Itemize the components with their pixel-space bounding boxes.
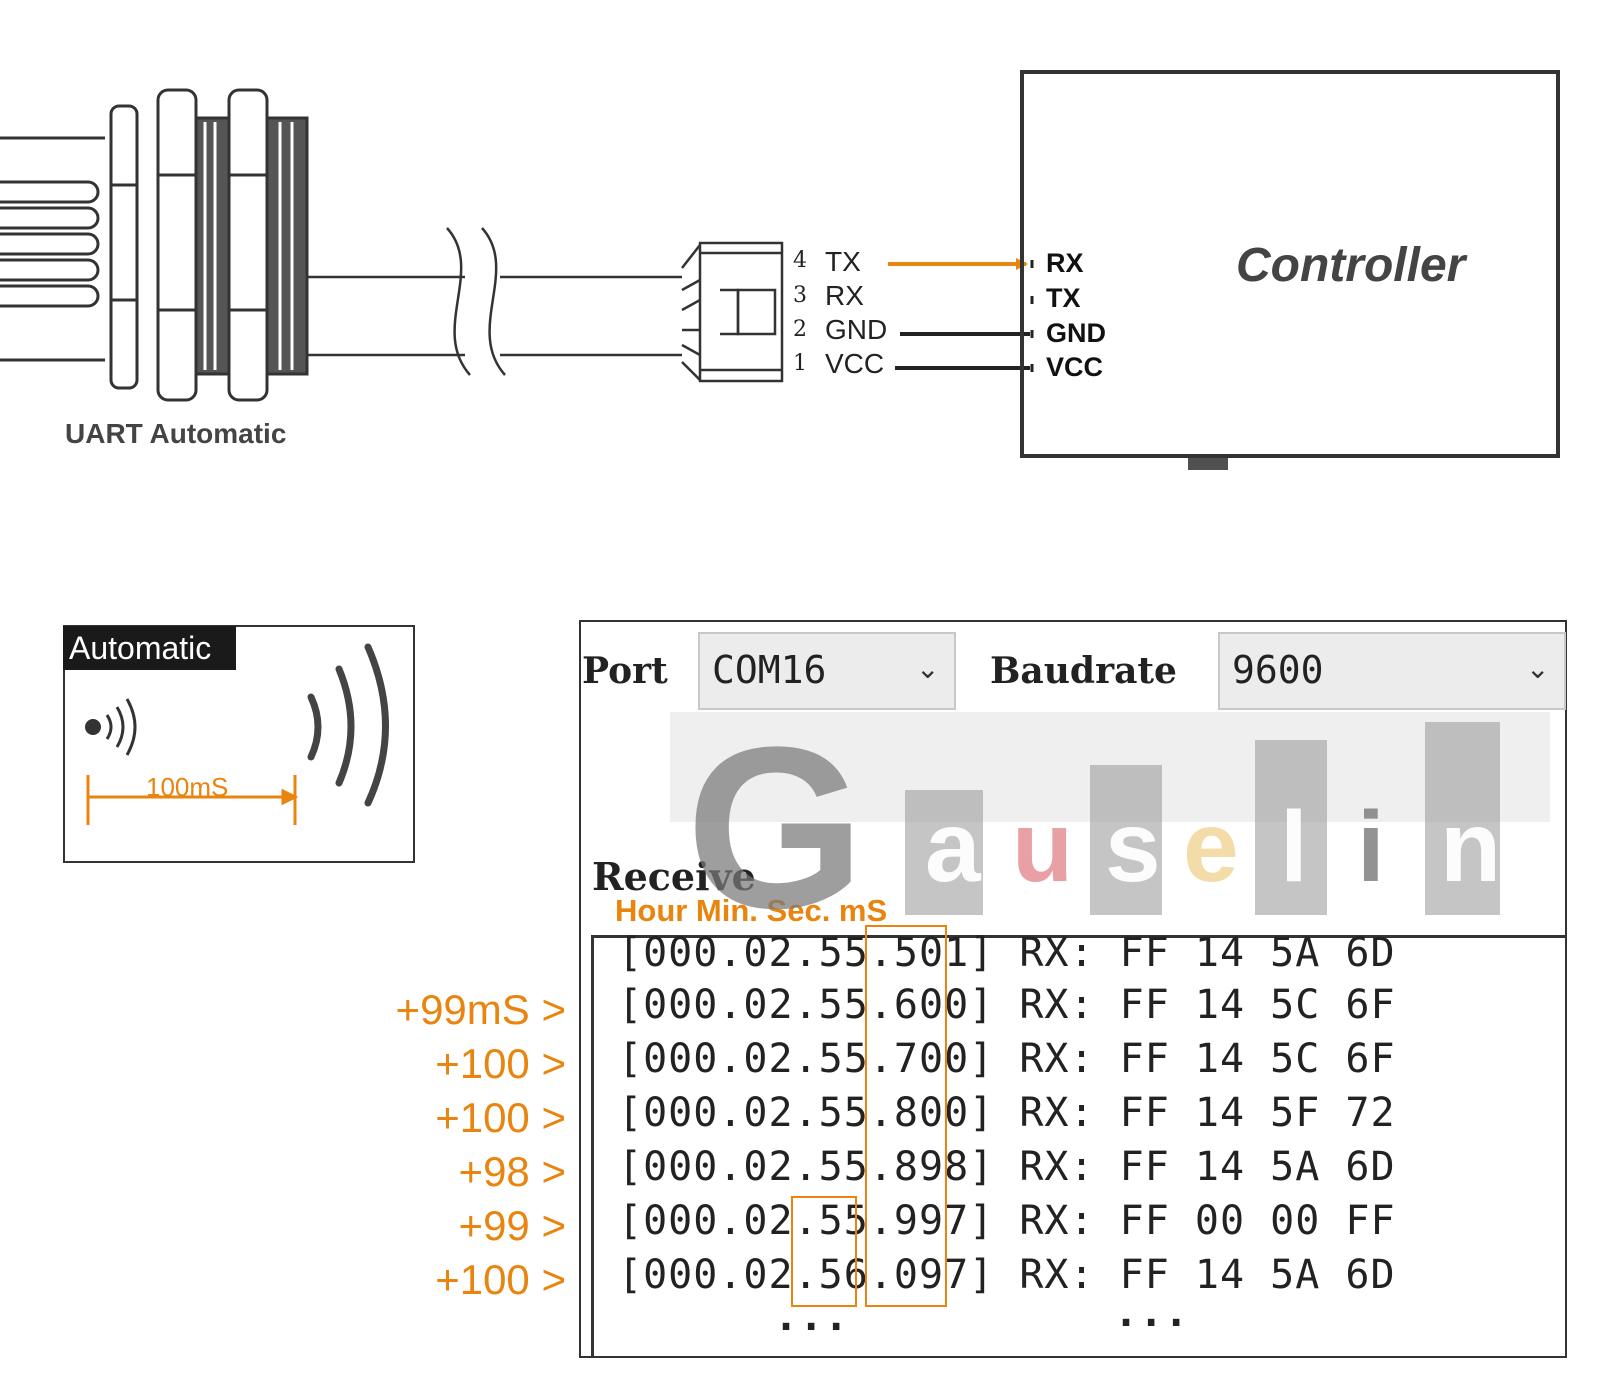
chevron-down-icon: ⌄ bbox=[1526, 653, 1550, 684]
toolbar-background bbox=[670, 712, 1550, 822]
automatic-mode-box bbox=[63, 625, 415, 863]
log-ellipsis: ... bbox=[1114, 1290, 1190, 1336]
controller-title: Controller bbox=[1236, 239, 1466, 292]
port-label: Port bbox=[582, 650, 668, 692]
sensor-label: UART Automatic bbox=[65, 418, 287, 449]
pin-number-1: 1 bbox=[793, 351, 807, 376]
interval-arrow bbox=[86, 775, 299, 825]
log-line: [000.02.55.700] RX: FF 14 5C 6F bbox=[618, 1036, 1396, 1082]
automatic-title: Automatic bbox=[63, 626, 236, 670]
automatic-illustration bbox=[85, 643, 389, 825]
log-line: [000.02.55.600] RX: FF 14 5C 6F bbox=[618, 982, 1396, 1028]
time-legend: Hour Min. Sec. mS bbox=[615, 893, 888, 928]
small-wave-icon bbox=[105, 698, 137, 756]
emitter-dot-icon bbox=[85, 719, 101, 735]
delta-label: +100 > bbox=[435, 1040, 566, 1087]
controller-pin-rx: RX bbox=[1046, 248, 1084, 278]
controller-pin-gnd: GND bbox=[1046, 318, 1106, 348]
log-line: [000.02.55.501] RX: FF 14 5A 6D bbox=[618, 930, 1396, 976]
pin-name-gnd: GND bbox=[825, 314, 888, 345]
down-arrow-shaft bbox=[1188, 458, 1228, 470]
delta-label: +98 > bbox=[458, 1148, 566, 1195]
baudrate-select[interactable]: 9600 ⌄ bbox=[1218, 632, 1566, 710]
receive-log[interactable]: [000.02.55.501] RX: FF 14 5A 6D [000.02.… bbox=[591, 930, 1567, 1358]
log-line: [000.02.55.800] RX: FF 14 5F 72 bbox=[618, 1090, 1396, 1136]
controller-box bbox=[1020, 70, 1560, 458]
log-ellipsis: ... bbox=[774, 1294, 850, 1340]
interval-label: 100mS bbox=[146, 772, 229, 802]
large-wave-icon bbox=[307, 643, 389, 807]
controller-pin-vcc: VCC bbox=[1046, 352, 1104, 382]
wiring bbox=[888, 258, 1228, 470]
delta-label: +99mS > bbox=[395, 986, 566, 1033]
controller-pin-tx: TX bbox=[1046, 283, 1081, 313]
log-line: [000.02.56.097] RX: FF 14 5A 6D bbox=[618, 1252, 1396, 1298]
port-select[interactable]: COM16 ⌄ bbox=[698, 632, 956, 710]
receive-label: Receive bbox=[592, 854, 756, 899]
chevron-down-icon: ⌄ bbox=[916, 653, 940, 684]
ms-highlight-box bbox=[865, 925, 947, 1307]
pin-name-rx: RX bbox=[825, 280, 864, 311]
pin-name-vcc: VCC bbox=[825, 348, 885, 379]
sensor-drawing bbox=[0, 88, 784, 402]
delta-label: +100 > bbox=[435, 1256, 566, 1303]
sec-highlight-box bbox=[791, 1196, 857, 1307]
pin-name-tx: TX bbox=[825, 246, 861, 277]
delta-label: +100 > bbox=[435, 1094, 566, 1141]
baudrate-value: 9600 bbox=[1232, 648, 1324, 692]
log-line: [000.02.55.997] RX: FF 00 00 FF bbox=[618, 1198, 1396, 1244]
pin-number-2: 2 bbox=[793, 317, 807, 342]
baudrate-label: Baudrate bbox=[990, 650, 1177, 692]
delta-label: +99 > bbox=[458, 1202, 566, 1249]
pin-number-3: 3 bbox=[793, 283, 807, 308]
pin-number-4: 4 bbox=[793, 248, 807, 273]
port-value: COM16 bbox=[712, 648, 827, 692]
log-line: [000.02.55.898] RX: FF 14 5A 6D bbox=[618, 1144, 1396, 1190]
